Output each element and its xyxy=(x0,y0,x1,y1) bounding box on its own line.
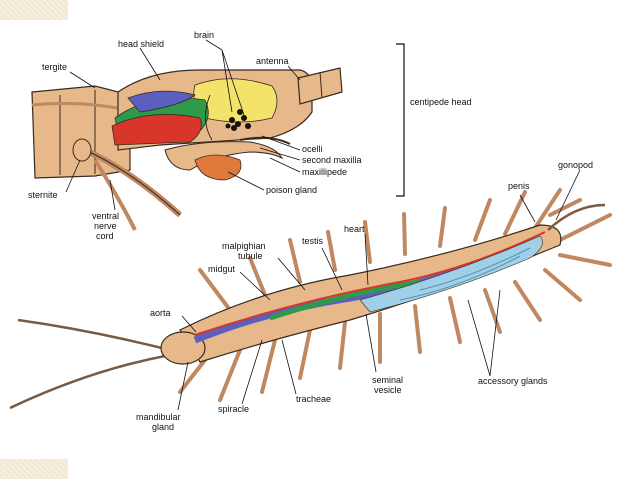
label-gland: gland xyxy=(152,422,174,432)
label-penis: penis xyxy=(508,181,530,191)
label-heart: heart xyxy=(344,224,365,234)
label-centipede-head: centipede head xyxy=(410,97,472,107)
label-accessory-glands: accessory glands xyxy=(478,376,548,386)
trunk-segment xyxy=(31,85,131,179)
label-nerve: nerve xyxy=(94,221,117,231)
label-ocelli: ocelli xyxy=(302,144,323,154)
label-vesicle: vesicle xyxy=(374,385,402,395)
label-ventral: ventral xyxy=(92,211,119,221)
label-maxillipede: maxillipede xyxy=(302,167,347,177)
label-aorta: aorta xyxy=(150,308,171,318)
gonopod-shape xyxy=(547,203,606,231)
ganglion-cluster xyxy=(225,109,251,131)
legs xyxy=(178,188,612,402)
label-second-maxilla: second maxilla xyxy=(302,155,362,165)
label-midgut: midgut xyxy=(208,264,236,274)
antenna-shape xyxy=(297,67,343,105)
blue-organ xyxy=(127,90,196,113)
antenna-left-shape xyxy=(17,318,171,352)
label-brain: brain xyxy=(194,30,214,40)
label-testis: testis xyxy=(302,236,324,246)
label-seminal: seminal xyxy=(372,375,403,385)
label-tubule: tubule xyxy=(238,251,263,261)
label-spiracle: spiracle xyxy=(218,404,249,414)
vesicle-region xyxy=(359,235,543,313)
label-poison-gland: poison gland xyxy=(266,185,317,195)
body-illustration xyxy=(9,188,612,410)
label-sternite: sternite xyxy=(28,190,58,200)
head-illustration xyxy=(31,49,343,231)
gut-green xyxy=(269,279,421,321)
label-malpighian: malpighian xyxy=(222,241,266,251)
label-tergite: tergite xyxy=(42,62,67,72)
label-antenna: antenna xyxy=(256,56,289,66)
red-organ xyxy=(111,114,202,146)
head-capsule xyxy=(160,331,206,365)
label-head-shield: head shield xyxy=(118,39,164,49)
heart-red xyxy=(194,231,546,336)
slide-corner-bottom xyxy=(0,459,68,479)
label-tracheae: tracheae xyxy=(296,394,331,404)
head-bracket xyxy=(396,43,405,197)
ventral-nerve-cord-shape xyxy=(83,147,183,218)
label-mandibular: mandibular xyxy=(136,412,181,422)
leader-lines xyxy=(65,39,581,411)
label-cord: cord xyxy=(96,231,114,241)
slide-corner-top xyxy=(0,0,68,20)
poison-gland-shape xyxy=(194,154,242,181)
labels: brain head shield tergite antenna centip… xyxy=(28,30,593,432)
label-gonopod: gonopod xyxy=(558,160,593,170)
